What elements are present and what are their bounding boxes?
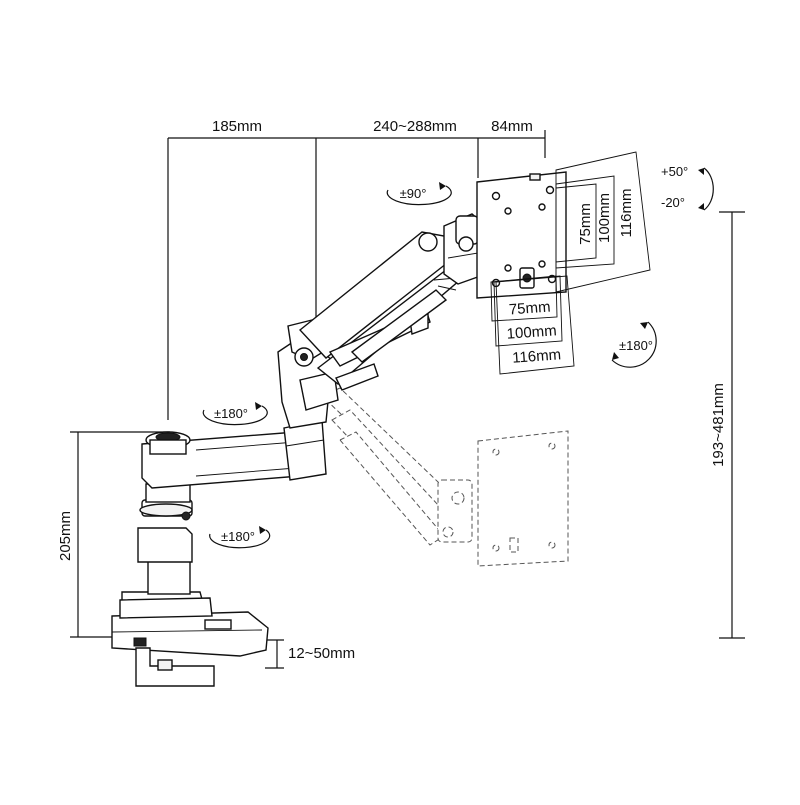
vesa-screw-hole xyxy=(504,207,512,215)
rotation-label-arm-joint: ±180° xyxy=(214,406,248,421)
upper-arm xyxy=(298,231,462,391)
rotation-label-screen: ±180° xyxy=(619,338,653,353)
vesa-top-slot xyxy=(529,173,541,181)
vesa-v-label-100: 100mm xyxy=(596,193,613,243)
ghost-screw-hole xyxy=(548,541,556,549)
elbow-tension-screw xyxy=(300,353,308,361)
vesa-v-label-116: 116mm xyxy=(618,189,635,238)
upper-arm-front-cap xyxy=(418,232,438,252)
vesa-h-label-75: 75mm xyxy=(508,299,551,319)
top-dimension-line xyxy=(167,130,546,420)
ghost-screw-hole xyxy=(492,448,500,456)
pole-lower-segment xyxy=(147,559,191,595)
clamp-dimension-line xyxy=(265,639,284,669)
clamp-port xyxy=(133,637,147,647)
tilt-head xyxy=(443,213,487,285)
ghost-arm-position xyxy=(321,387,569,567)
clamp-collar-ring xyxy=(119,597,213,619)
ghost-screw-hole xyxy=(548,442,556,450)
dim-label-240-288: 240~288mm xyxy=(373,118,457,135)
dim-label-clamp-range: 12~50mm xyxy=(288,645,355,662)
dim-label-pole-height: 205mm xyxy=(57,511,74,561)
upper-arm-lower-link xyxy=(335,363,379,391)
vesa-h-label-116: 116mm xyxy=(512,346,562,366)
ghost-joint-cap xyxy=(442,526,454,538)
tilt-head-knob xyxy=(458,236,474,252)
vesa-h-label-100: 100mm xyxy=(506,322,557,342)
vesa-screw-hole xyxy=(538,203,546,211)
pole-dimension-line xyxy=(70,431,170,638)
vesa-screw-hole xyxy=(504,264,512,272)
ghost-plate-lock xyxy=(509,537,519,553)
pole-height-collar xyxy=(137,527,193,563)
vesa-v-label-75: 75mm xyxy=(577,203,594,245)
pole-lock-screw xyxy=(181,511,191,521)
clamp-c-bracket xyxy=(135,647,215,687)
vesa-vertical-dimensions xyxy=(555,151,651,293)
swivel-rotation-arrow xyxy=(386,182,452,206)
mounting-pole xyxy=(137,483,193,595)
lower-arm xyxy=(141,419,327,489)
lower-arm-pivot-base xyxy=(149,439,187,455)
arm-joint-rotation-arrow xyxy=(202,402,268,426)
ghost-joint-cap xyxy=(451,491,465,505)
rotation-label-swivel: ±90° xyxy=(400,186,427,201)
tilt-rotation-arrow xyxy=(698,167,714,211)
desk-clamp xyxy=(111,591,269,687)
rotation-label-tilt-down: -20° xyxy=(661,195,685,210)
upper-arm-cable-cover xyxy=(350,289,448,363)
elbow-hinge-block xyxy=(299,371,339,411)
clamp-screw-pad xyxy=(157,659,173,671)
rotation-label-base: ±180° xyxy=(221,529,255,544)
arm-joint-housing xyxy=(283,419,327,481)
clamp-label-plate xyxy=(204,619,232,630)
dim-label-84: 84mm xyxy=(491,118,533,135)
ghost-arm-lower-rail xyxy=(331,409,453,531)
ghost-screw-hole xyxy=(492,544,500,552)
height-dimension-line xyxy=(719,211,745,639)
base-rotation-arrow xyxy=(209,526,271,549)
rotation-label-tilt-up: +50° xyxy=(661,164,688,179)
screen-rotation-arrow xyxy=(611,321,657,368)
ghost-vesa-plate xyxy=(477,430,569,567)
vesa-screw-hole xyxy=(538,260,546,268)
pole-lock-ring-top xyxy=(139,503,193,517)
vesa-screw-hole xyxy=(491,191,501,201)
dim-label-185: 185mm xyxy=(212,118,262,135)
dim-label-height-range: 193~481mm xyxy=(710,383,727,467)
vesa-screw-hole xyxy=(545,185,555,195)
vesa-horizontal-dimensions xyxy=(490,275,575,375)
